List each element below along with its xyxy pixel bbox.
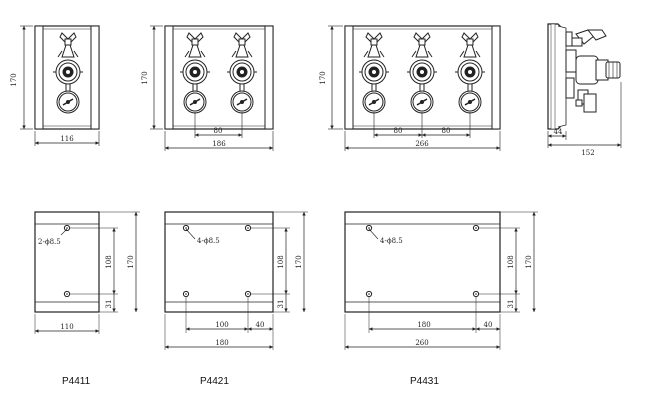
p4411-front-width: 116 <box>60 135 74 143</box>
p4431-front-width: 266 <box>415 140 429 148</box>
p4421-front-width: 186 <box>212 140 226 148</box>
p4421-front-spacing: 80 <box>214 127 223 135</box>
p4431-front-spacing-right: 80 <box>442 127 451 135</box>
p4411-back-width: 110 <box>60 323 73 331</box>
model-label-p4421: P4421 <box>200 376 229 387</box>
front-view-p4411: 170 116 <box>10 25 100 146</box>
p4421-front-height: 170 <box>141 71 149 84</box>
p4431-back-side-offset: 40 <box>484 321 493 329</box>
p4431-front-height: 170 <box>319 71 327 84</box>
p4421-back-width: 180 <box>215 339 228 347</box>
back-view-p4421: 4-ϕ8.5 108 31 170 100 40 180 <box>164 211 308 350</box>
side-view-total-depth: 152 <box>581 149 594 157</box>
side-view <box>547 23 622 148</box>
p4431-back-height: 170 <box>525 255 533 268</box>
p4421-back-span: 100 <box>215 321 228 329</box>
p4431-back-holes: 4-ϕ8.5 <box>380 237 403 245</box>
p4431-front-spacing-left: 80 <box>394 127 403 135</box>
p4421-back-hole-spacing: 108 <box>277 255 285 268</box>
p4431-back-hole-spacing: 108 <box>507 255 515 268</box>
p4421-back-side-offset: 40 <box>256 321 265 329</box>
back-view-p4411: 2-ϕ8.5 108 31 170 110 <box>34 211 140 334</box>
back-view-p4431: 4-ϕ8.5 108 31 170 180 40 260 <box>344 211 538 350</box>
model-label-p4431: P4431 <box>410 376 439 387</box>
p4421-back-bottom-offset: 31 <box>277 300 285 309</box>
front-view-p4431: 170 80 80 266 <box>319 25 501 151</box>
p4421-back-holes: 4-ϕ8.5 <box>197 237 220 245</box>
p4411-back-holes: 2-ϕ8.5 <box>38 238 61 246</box>
front-view-p4421: 170 80 186 <box>141 25 274 151</box>
p4411-front-height: 170 <box>10 73 18 86</box>
p4411-back-bottom-offset: 31 <box>105 300 113 309</box>
p4431-back-width: 260 <box>415 339 428 347</box>
p4411-back-height: 170 <box>127 255 135 268</box>
p4411-back-hole-spacing: 108 <box>105 255 113 268</box>
p4431-back-span: 180 <box>417 321 430 329</box>
model-label-p4411: P4411 <box>62 376 91 387</box>
side-view-depth: 44 <box>554 128 563 136</box>
p4431-back-bottom-offset: 31 <box>507 300 515 309</box>
p4421-back-height: 170 <box>295 255 303 268</box>
